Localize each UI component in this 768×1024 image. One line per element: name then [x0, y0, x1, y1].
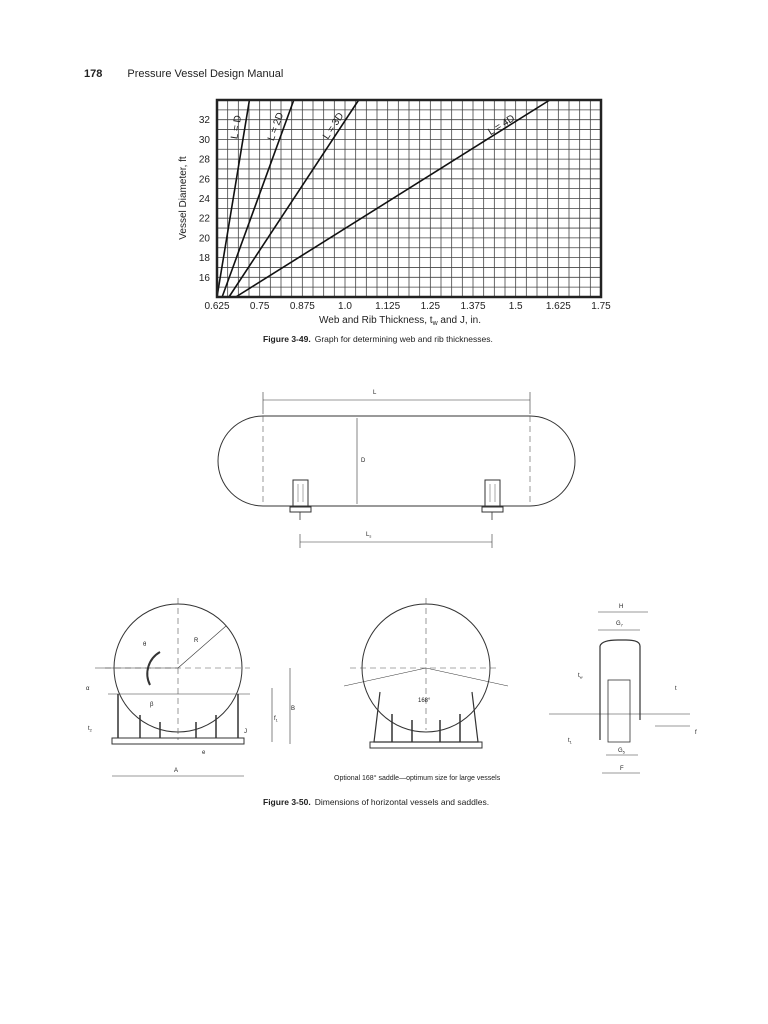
x-axis-label: Web and Rib Thickness, tw and J, in. — [319, 315, 481, 327]
x-tick-label: 0.875 — [290, 301, 315, 312]
dim-F: F — [620, 766, 624, 772]
dim-Ls: Ls — [366, 532, 371, 539]
x-tick-label: 1.75 — [591, 301, 611, 312]
figure-3-50-caption: Figure 3-50.Dimensions of horizontal ves… — [263, 797, 490, 807]
dim-f1: f1 — [274, 716, 279, 723]
series-line-4 — [235, 99, 551, 298]
series-line-3 — [228, 99, 360, 298]
vessel-outline — [217, 415, 576, 507]
figure-3-50-subcaption: Optional 168° saddle—optimum size for la… — [334, 775, 501, 782]
running-title: Pressure Vessel Design Manual — [127, 68, 284, 80]
dim-B: B — [291, 706, 295, 712]
x-tick-labels: 0.625 0.75 0.875 1.0 1.125 1.25 1.375 1.5 1.625 1… — [204, 301, 611, 312]
y-tick-label: 18 — [199, 253, 211, 264]
dim-e: e — [202, 750, 206, 756]
y-tick-label: 22 — [199, 214, 211, 225]
dim-R: R — [194, 638, 199, 644]
x-tick-label: 0.75 — [250, 301, 270, 312]
dim-tw: tw — [578, 673, 583, 680]
dim-t: t — [675, 686, 677, 692]
y-tick-label: 30 — [199, 135, 211, 146]
dim-L: L — [373, 390, 377, 396]
x-tick-label: 1.375 — [460, 301, 485, 312]
y-tick-label: 28 — [199, 155, 211, 166]
series-label-4: L = 4D — [486, 113, 517, 138]
figure-3-49-caption: Figure 3-49.Graph for determining web an… — [263, 334, 493, 344]
dim-t2: t2 — [88, 726, 93, 733]
dim-G5: G5 — [618, 748, 626, 755]
dim-f: f — [695, 730, 697, 736]
dim-H: H — [619, 604, 623, 610]
dim-J: J — [244, 729, 247, 735]
dim-alpha: α — [86, 686, 90, 692]
series-line-2 — [221, 99, 295, 298]
dim-beta: β — [150, 702, 154, 708]
saddle-section-left: θ β R α t2 J e A f1 B — [86, 598, 295, 777]
x-tick-label: 1.25 — [421, 301, 441, 312]
dim-D: D — [361, 458, 366, 464]
page-header: 178 Pressure Vessel Design Manual — [84, 68, 283, 80]
saddle-section-168: 168° — [343, 598, 509, 749]
y-tick-label: 32 — [199, 115, 211, 126]
y-tick-label: 24 — [199, 194, 211, 205]
y-axis-label: Vessel Diameter, ft — [178, 156, 189, 240]
x-tick-label: 1.0 — [338, 301, 352, 312]
dim-168: 168° — [418, 698, 431, 704]
chart-frame — [215, 98, 603, 299]
chart-grid — [216, 99, 602, 298]
dim-theta: θ — [143, 642, 147, 648]
y-tick-label: 16 — [199, 273, 211, 284]
x-tick-label: 1.125 — [375, 301, 400, 312]
x-tick-label: 1.625 — [546, 301, 571, 312]
x-tick-label: 0.625 — [204, 301, 229, 312]
vessel-elevation-drawing: L D Ls — [217, 390, 576, 548]
saddle-sections-drawing: θ β R α t2 J e A f1 B 168° H G7 — [86, 598, 697, 777]
saddle-right — [481, 479, 504, 520]
series-label-1: L = D — [229, 115, 244, 140]
series-line-1 — [216, 99, 251, 298]
dim-t1: t1 — [568, 738, 573, 745]
dim-G7: G7 — [616, 621, 624, 628]
y-tick-labels: 16 18 20 22 24 26 28 30 32 — [199, 115, 211, 284]
y-tick-label: 20 — [199, 233, 211, 244]
saddle-left — [289, 479, 312, 520]
saddle-detail-right: H G7 tw t t1 G5 F f — [549, 604, 697, 774]
page-number: 178 — [84, 68, 103, 80]
dim-A: A — [174, 768, 178, 774]
x-tick-label: 1.5 — [509, 301, 523, 312]
y-tick-label: 26 — [199, 174, 211, 185]
